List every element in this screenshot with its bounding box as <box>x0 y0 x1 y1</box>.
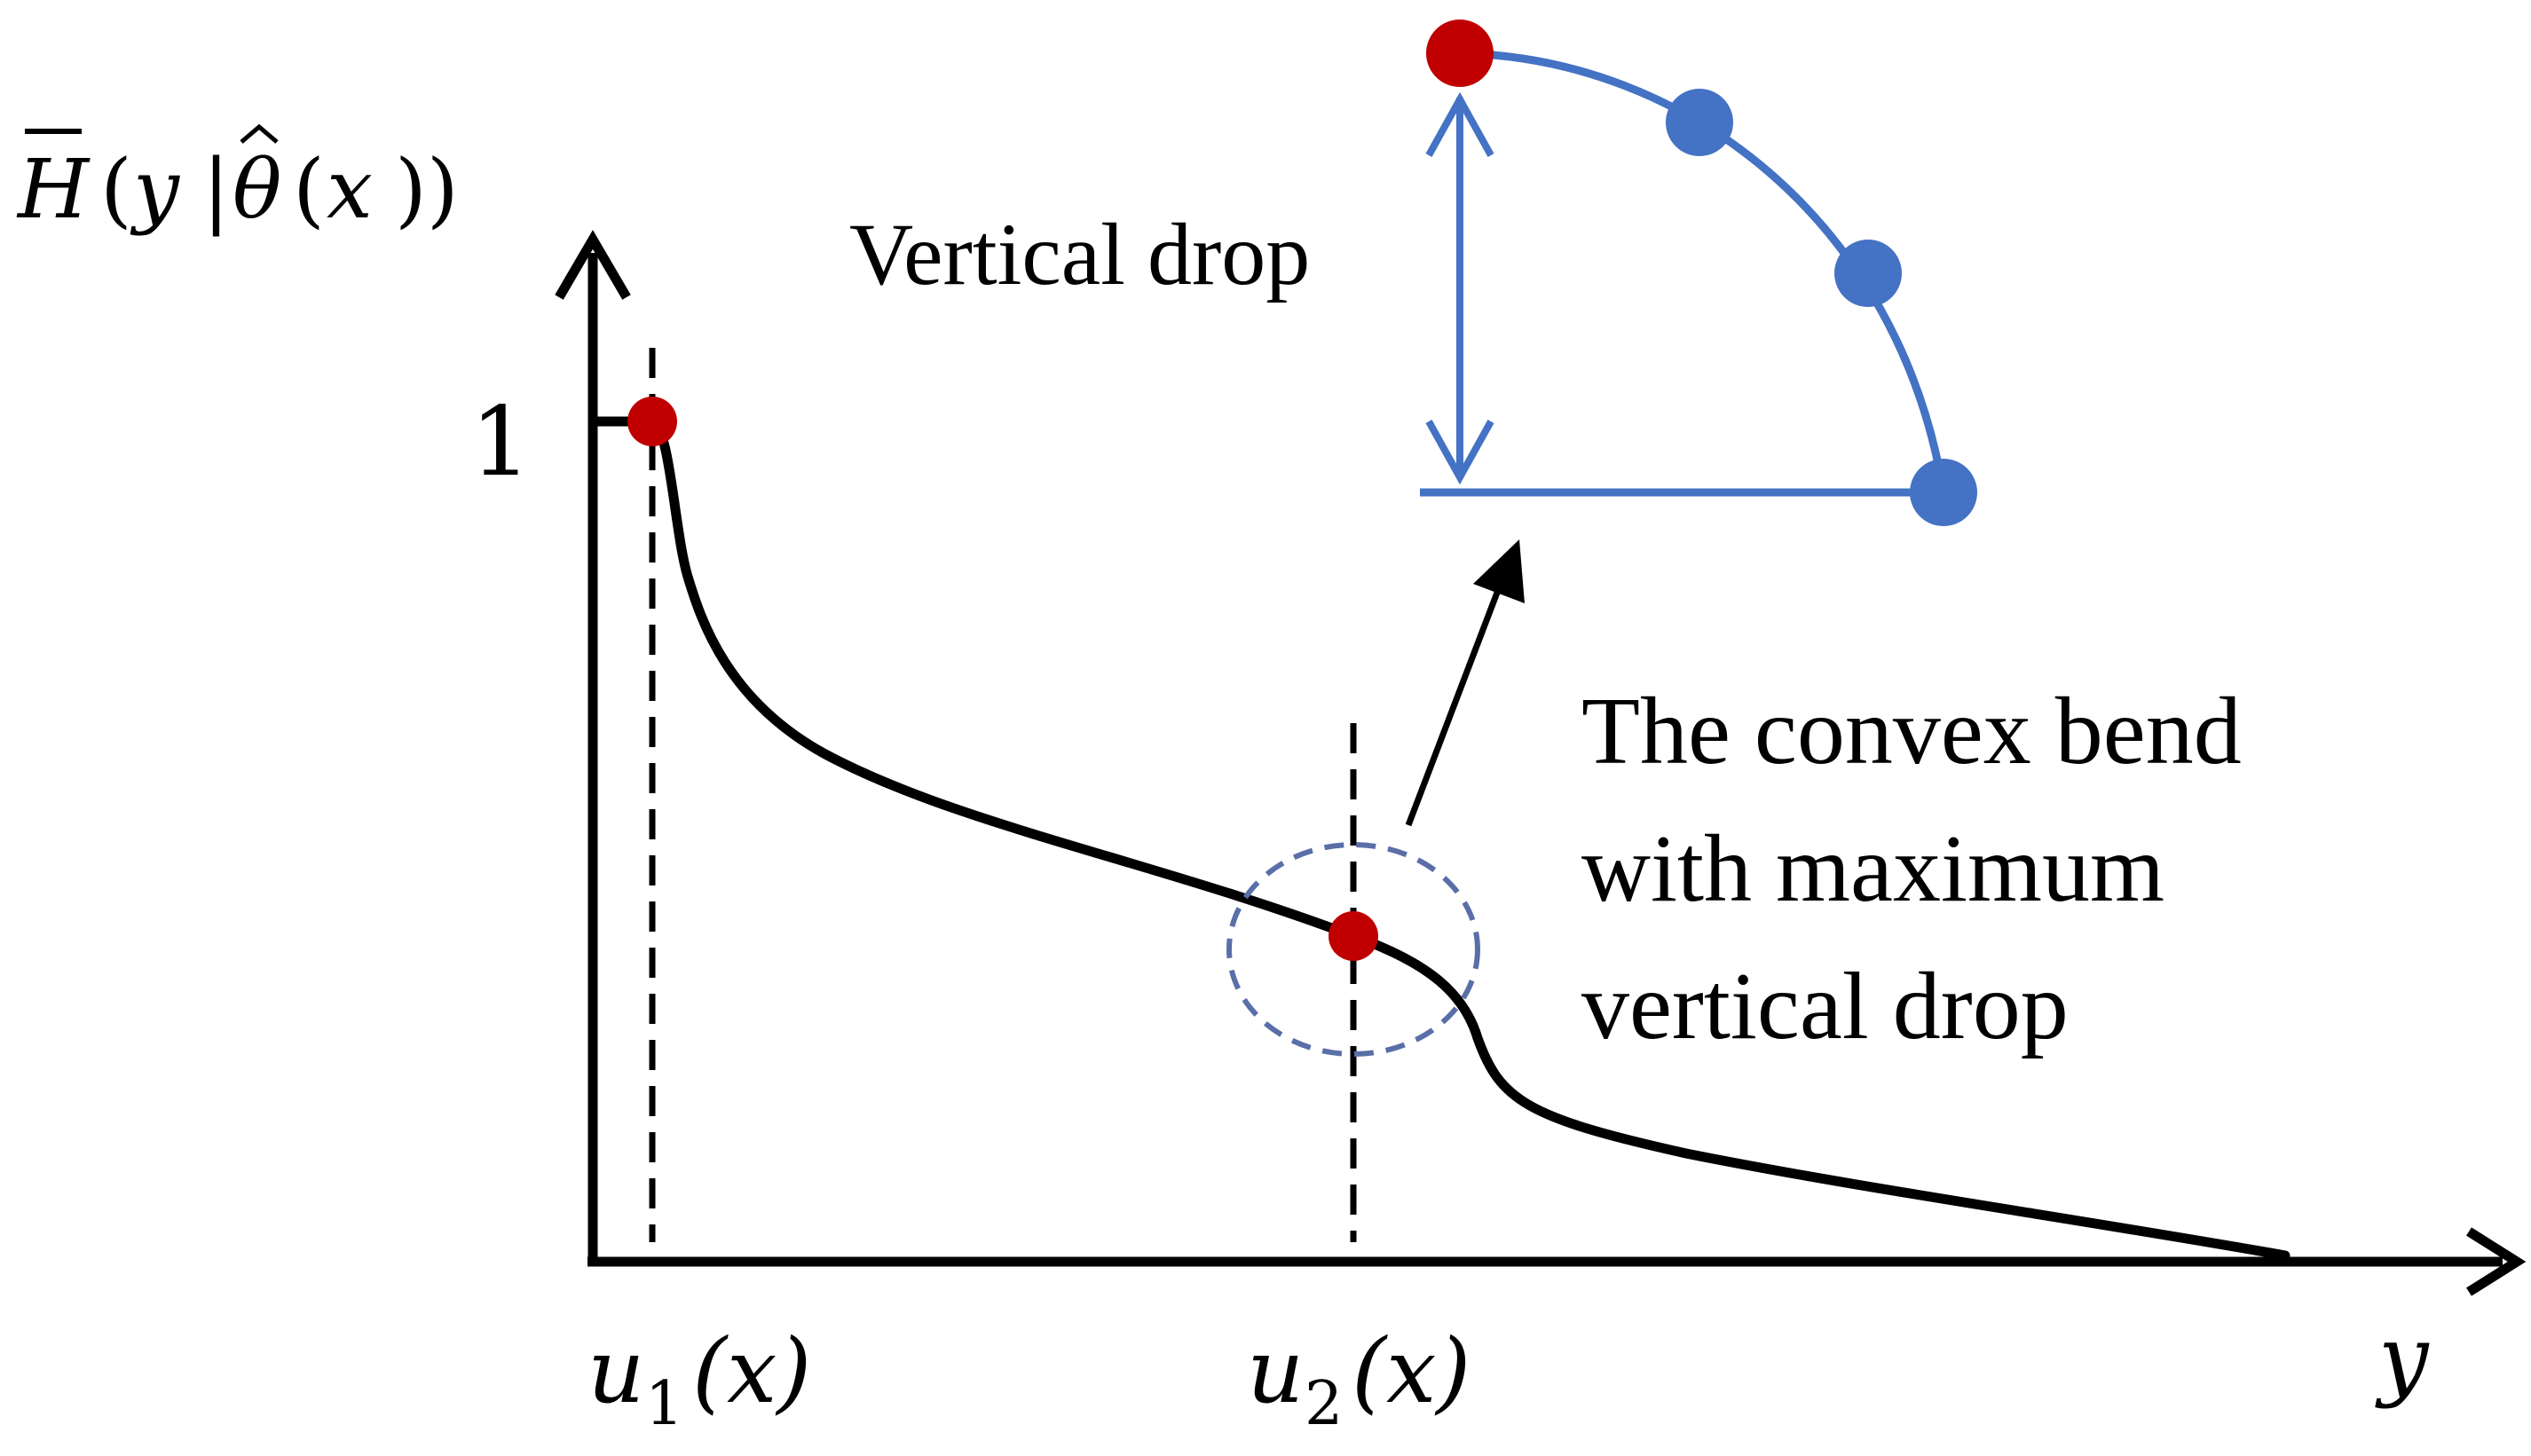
y-label-x: x <box>327 142 373 237</box>
u1-label-sub: 1 <box>645 1369 683 1439</box>
u1-point <box>627 397 677 446</box>
annotation-line-3: vertical drop <box>1581 954 2069 1059</box>
y-label-x-open: ( <box>293 142 325 237</box>
pointer-arrowhead <box>1473 539 1525 603</box>
inset-arrowhead-top <box>1425 91 1494 157</box>
x-axis-arrowhead <box>2466 1227 2527 1296</box>
inset-blue-point-2 <box>1834 240 1902 307</box>
y-label-close: )) <box>395 142 459 237</box>
inset-red-point <box>1426 20 1494 87</box>
annotation-line-1: The convex bend <box>1581 679 2242 784</box>
u1-label-u: u <box>587 1319 644 1423</box>
annotation-line-2: with maximum <box>1581 816 2164 922</box>
u1-label: u 1 (x) <box>587 1319 811 1439</box>
u2-label-sub: 2 <box>1305 1369 1343 1439</box>
y-label-theta: θ <box>233 142 281 237</box>
convex-bend-ellipse <box>1226 842 1480 1057</box>
y-tick-one-label: 1 <box>470 387 532 498</box>
inset-blue-point-1 <box>1666 89 1733 156</box>
inset-arc <box>1459 49 1948 493</box>
inset-blue-point-3 <box>1910 459 1977 526</box>
u2-label: u 2 (x) <box>1247 1319 1471 1439</box>
y-label-bar: | <box>202 142 230 237</box>
u2-point <box>1329 911 1378 961</box>
y-label-h: H <box>16 142 91 237</box>
inset-arrowhead-bottom <box>1425 420 1494 485</box>
u2-label-u: u <box>1247 1319 1304 1423</box>
u1-label-arg: (x) <box>692 1319 811 1423</box>
inset-label: Vertical drop <box>849 205 1310 303</box>
y-label-y: y <box>130 142 180 237</box>
x-axis-label: y <box>2375 1306 2430 1410</box>
y-label-open: ( <box>100 142 132 237</box>
y-axis-label-hat <box>240 123 279 144</box>
pointer-arrow-line <box>1405 584 1503 827</box>
u2-label-arg: (x) <box>1352 1319 1471 1423</box>
y-axis-arrowhead <box>555 230 631 300</box>
y-axis-label: H ( y | θ ( x )) <box>16 123 459 237</box>
